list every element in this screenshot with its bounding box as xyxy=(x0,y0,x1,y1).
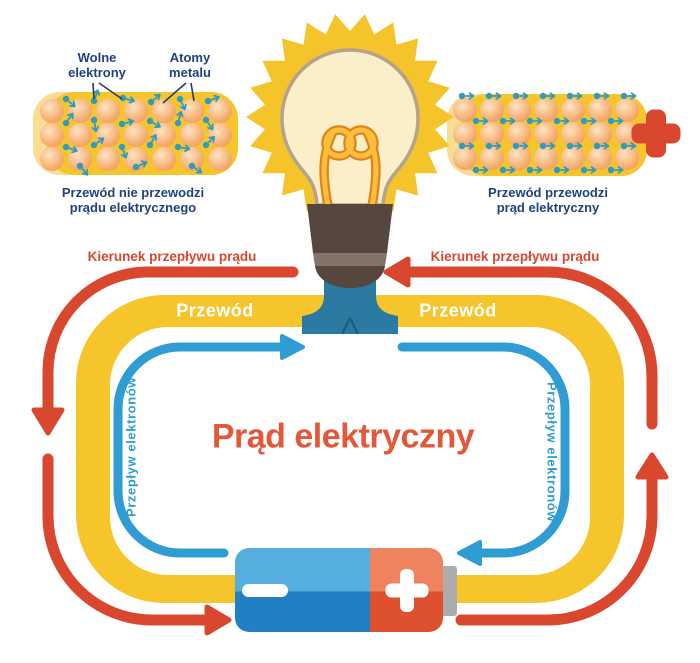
bulb-socket xyxy=(307,204,393,288)
moving-electrons-right xyxy=(458,92,637,174)
battery-minus-icon xyxy=(242,584,288,597)
metal-atoms-right xyxy=(453,98,639,170)
current-direction-label-left: Kierunek przepływu prądu xyxy=(87,249,257,265)
metal-atoms-left xyxy=(40,99,232,171)
current-direction-arrows xyxy=(31,256,669,636)
wire-label-left: Przewód xyxy=(176,300,254,321)
battery-icon xyxy=(235,548,457,632)
wire-label-right: Przewód xyxy=(419,300,497,321)
circuit-wire-ring xyxy=(76,295,624,603)
conducting-wire-illustration xyxy=(447,92,647,176)
red-arrowhead-left xyxy=(383,256,411,288)
blue-arrowhead-left xyxy=(457,540,482,566)
filament-icon xyxy=(319,125,381,211)
electron-flow-arrows xyxy=(113,334,570,566)
red-arrowhead-up xyxy=(635,452,669,480)
blue-arrowhead-right xyxy=(280,334,305,360)
battery-plus-icon xyxy=(385,569,429,612)
free-electrons-left xyxy=(62,89,220,176)
diagram-title: Prąd elektryczny xyxy=(211,417,475,456)
light-bulb-icon xyxy=(246,14,454,220)
label-free-electrons: Wolne elektrony xyxy=(68,50,126,80)
caption-conducting: Przewód przewodzi prąd elektryczny xyxy=(488,185,608,215)
caption-nonconducting: Przewód nie przewodzi prądu elektryczneg… xyxy=(61,185,205,215)
plus-terminal-icon xyxy=(631,109,681,158)
red-arrowhead-down xyxy=(31,407,65,436)
bulb-connector xyxy=(302,274,398,335)
current-direction-label-right: Kierunek przepływu prądu xyxy=(430,249,600,265)
electron-flow-label-left: Przepływ elektronów xyxy=(123,377,139,517)
battery-terminal xyxy=(441,566,457,616)
electron-flow-label-right: Przepływ elektronów xyxy=(544,382,560,522)
label-metal-atoms: Atomy metalu xyxy=(169,50,211,80)
nonconducting-wire-illustration xyxy=(33,89,238,176)
red-arrowhead-right xyxy=(204,604,232,636)
label-leader-lines xyxy=(92,82,195,104)
